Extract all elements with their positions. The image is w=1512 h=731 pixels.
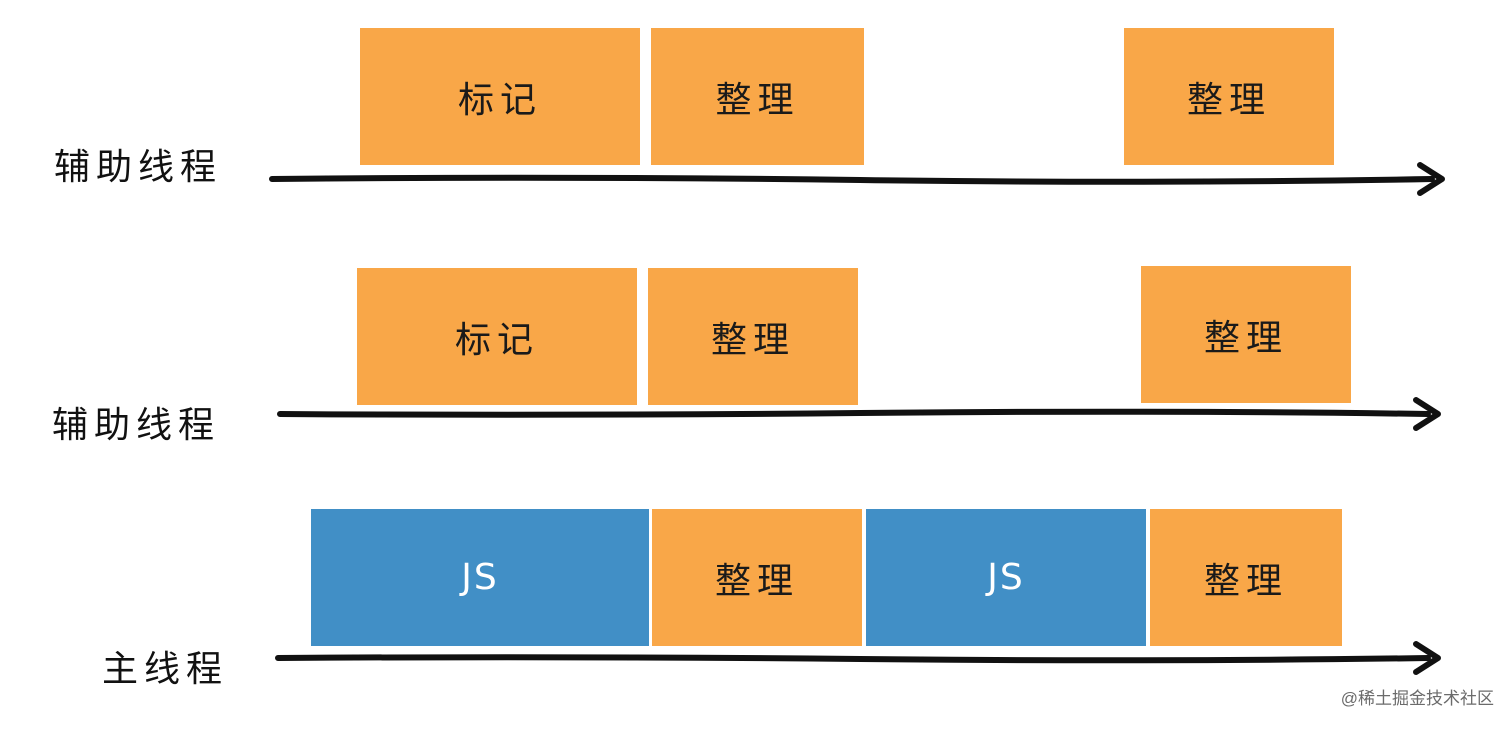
row3-block-js-1: JS — [311, 509, 649, 646]
row1-block-compact-2: 整理 — [1124, 28, 1334, 165]
row2-label: 辅助线程 — [52, 405, 221, 446]
row1-timeline-arrow — [269, 162, 1445, 196]
row1-label: 辅助线程 — [54, 147, 223, 188]
row2-block-compact-2: 整理 — [1141, 266, 1351, 403]
row3-timeline-arrow — [275, 641, 1441, 675]
watermark: @稀土掘金技术社区 — [1340, 689, 1494, 708]
row2-block-mark: 标记 — [357, 268, 637, 405]
row3-label: 主线程 — [102, 649, 229, 690]
row1-block-compact-1: 整理 — [651, 28, 864, 165]
row2-block-compact-1: 整理 — [648, 268, 858, 405]
row1-block-mark: 标记 — [360, 28, 640, 165]
row3-block-compact-1: 整理 — [652, 509, 862, 646]
row3-block-compact-2: 整理 — [1150, 509, 1342, 646]
row3-block-js-2: JS — [866, 509, 1146, 646]
row2-timeline-arrow — [277, 397, 1441, 431]
